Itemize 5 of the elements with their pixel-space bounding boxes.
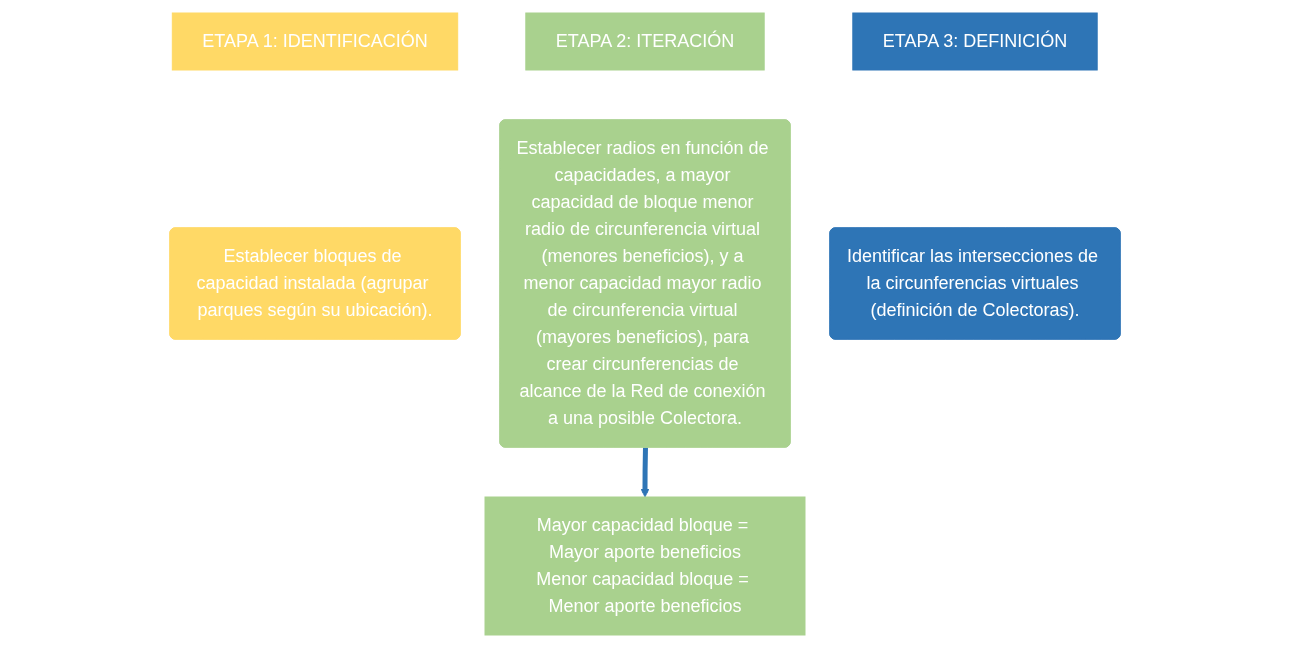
node-box: ETAPA 3: DEFINICIÓN xyxy=(851,12,1098,70)
node-box: ETAPA 2: ITERACIÓN xyxy=(524,12,765,70)
node-box: Mayor capacidad bloque = Mayor aporte beneficios Menor capacidad bloque = Menor aporte beneficios xyxy=(484,496,805,635)
node-box: ETAPA 1: IDENTIFICACIÓN xyxy=(171,12,458,70)
arrow xyxy=(640,446,649,497)
